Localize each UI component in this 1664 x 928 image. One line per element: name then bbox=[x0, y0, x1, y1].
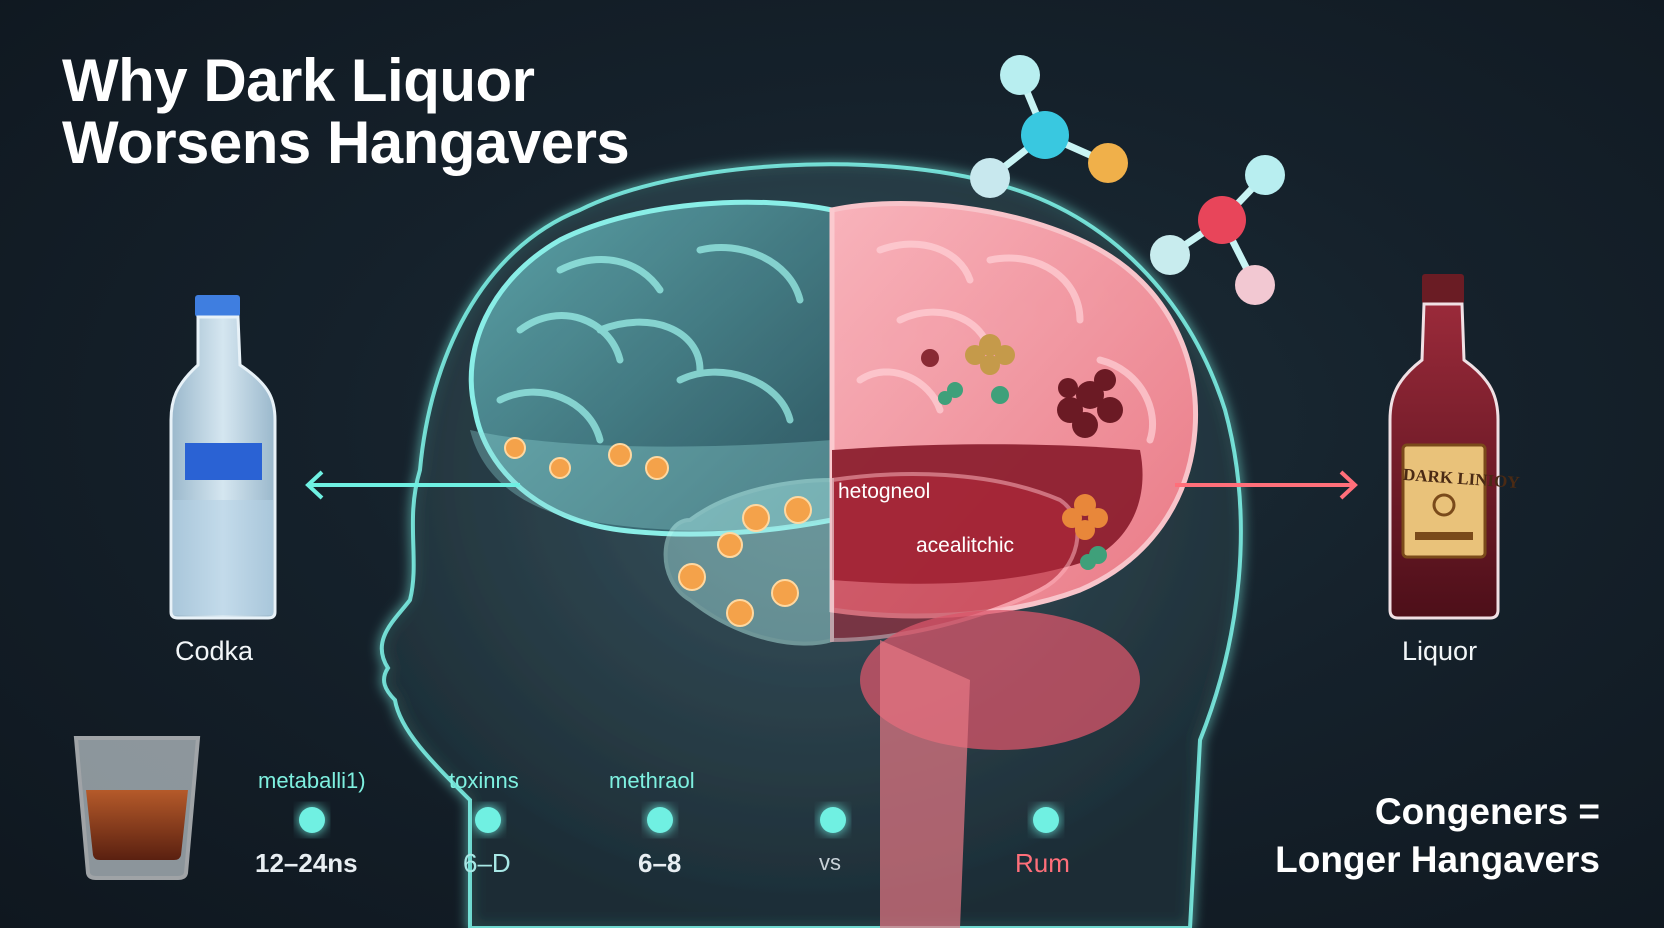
timeline-top-label: toxinns bbox=[449, 768, 519, 793]
whiskey-glass-icon bbox=[73, 736, 201, 880]
title-line-1: Why Dark Liquor bbox=[62, 47, 535, 114]
dark-liquor-bottle-icon bbox=[1388, 274, 1500, 620]
molecule-icon bbox=[1150, 155, 1285, 305]
timeline bbox=[228, 807, 1059, 833]
conclusion-text: Congeners = Longer Hangavers bbox=[1275, 788, 1600, 884]
timeline-top-label: metaballi1) bbox=[258, 768, 366, 793]
clear-vodka-bottle-icon bbox=[169, 295, 277, 620]
timeline-top-label: methraol bbox=[609, 768, 695, 793]
conclusion-line-1: Congeners = bbox=[1374, 791, 1600, 832]
arrow-right-icon bbox=[1175, 470, 1358, 500]
timeline-bottom-label: Rum bbox=[1015, 848, 1070, 878]
conclusion-line-2: Longer Hangavers bbox=[1275, 839, 1600, 880]
brain-left-half bbox=[468, 199, 835, 537]
timeline-node bbox=[475, 807, 501, 833]
timeline-node bbox=[647, 807, 673, 833]
title-line-2: Worsens Hangavers bbox=[62, 109, 630, 176]
brain-particles-left bbox=[504, 437, 812, 627]
page-title: Why Dark Liquor Worsens Hangavers bbox=[62, 47, 630, 176]
timeline-bottom-label: 6–D bbox=[463, 848, 511, 878]
timeline-bottom-label: vs bbox=[819, 850, 841, 875]
congener-clusters bbox=[921, 334, 1123, 570]
timeline-bottom-label: 12–24ns bbox=[255, 848, 358, 878]
molecule-icon bbox=[970, 55, 1128, 198]
timeline-node bbox=[820, 807, 846, 833]
brain-label-congener: hetogneol bbox=[838, 480, 931, 503]
timeline-bottom-label: 6–8 bbox=[638, 848, 682, 878]
timeline-node bbox=[1033, 807, 1059, 833]
brain-label-acetaldehyde: acealitchic bbox=[916, 534, 1015, 557]
vodka-label: Codka bbox=[175, 636, 254, 666]
cerebellum bbox=[860, 610, 1140, 928]
timeline-node bbox=[299, 807, 325, 833]
arrow-left-icon bbox=[305, 470, 520, 500]
liquor-label: Liquor bbox=[1402, 636, 1478, 666]
